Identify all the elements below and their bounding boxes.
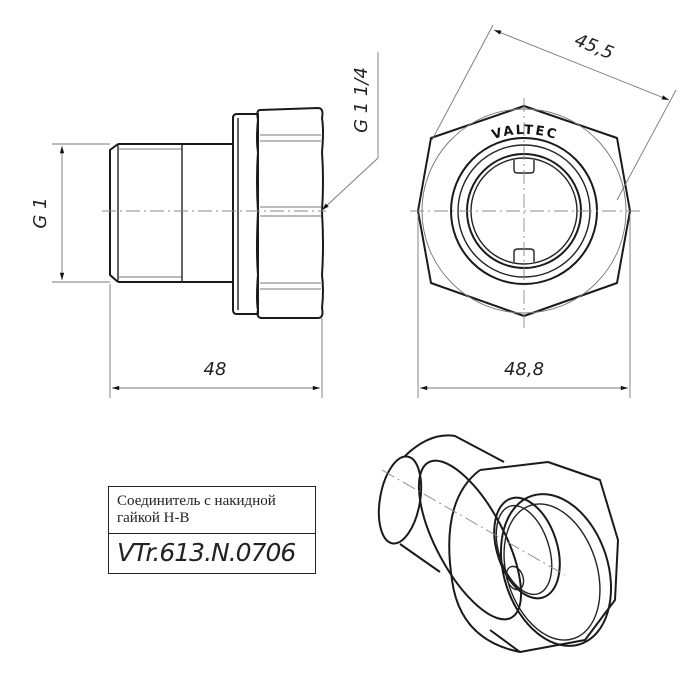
thread-g114-label: G 1 1/4 [351,67,372,133]
side-view: G 1 G 1 1/4 48 [30,52,379,398]
across-corners-dim: 48,8 [504,359,544,380]
product-code: VTr.613.N.0706 [117,538,296,567]
front-view: VALTEC 45,5 48,8 [410,24,677,398]
title-block: Соединитель с накидной гайкой Н-В VTr.61… [108,486,316,574]
thread-g1-label: G 1 [30,197,51,228]
across-flats-dim: 45,5 [572,30,617,64]
length-dim-48: 48 [204,359,227,380]
isometric-view [377,434,619,653]
product-name: Соединитель с накидной гайкой Н-В [109,487,315,534]
flange [232,113,259,315]
brand-mark: VALTEC [490,123,560,143]
iso-hex-nut [479,461,619,653]
hex-nut [256,107,324,319]
thread-chamfer-left [109,143,119,283]
